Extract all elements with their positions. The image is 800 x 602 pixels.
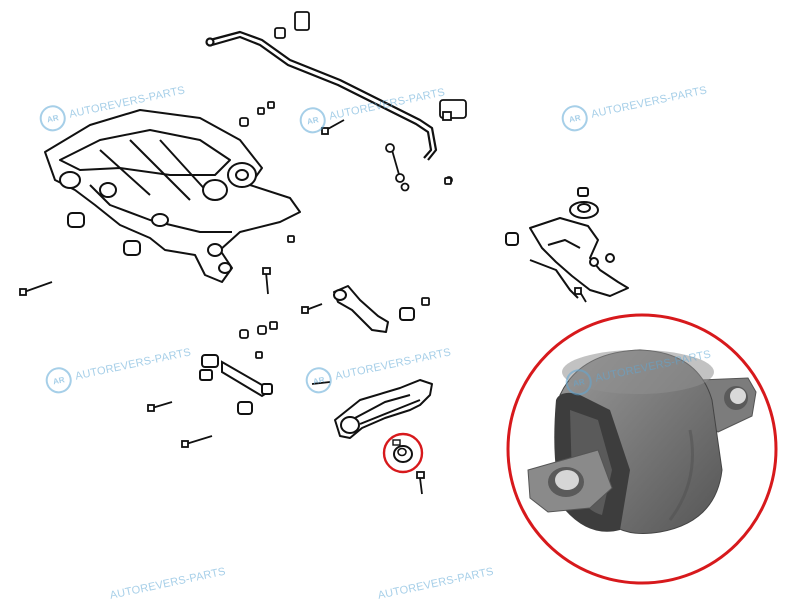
stabilizer-link-icon [385, 143, 453, 192]
subframe-icon [44, 109, 301, 283]
highlighted-bushing-icon [382, 432, 424, 474]
bushing-photo-callout [506, 313, 778, 585]
stabilizer-bar-icon [205, 30, 438, 161]
bolt-icon [19, 119, 587, 495]
trailing-arm-icon [334, 379, 433, 439]
spring-seat-icon [569, 187, 599, 219]
nut-icon [239, 101, 452, 359]
lateral-link-icon [199, 360, 273, 415]
lower-arm-icon [505, 217, 629, 299]
upper-arm-icon [201, 285, 415, 368]
bracket-icon [274, 11, 467, 121]
bushing-icon [67, 162, 257, 256]
